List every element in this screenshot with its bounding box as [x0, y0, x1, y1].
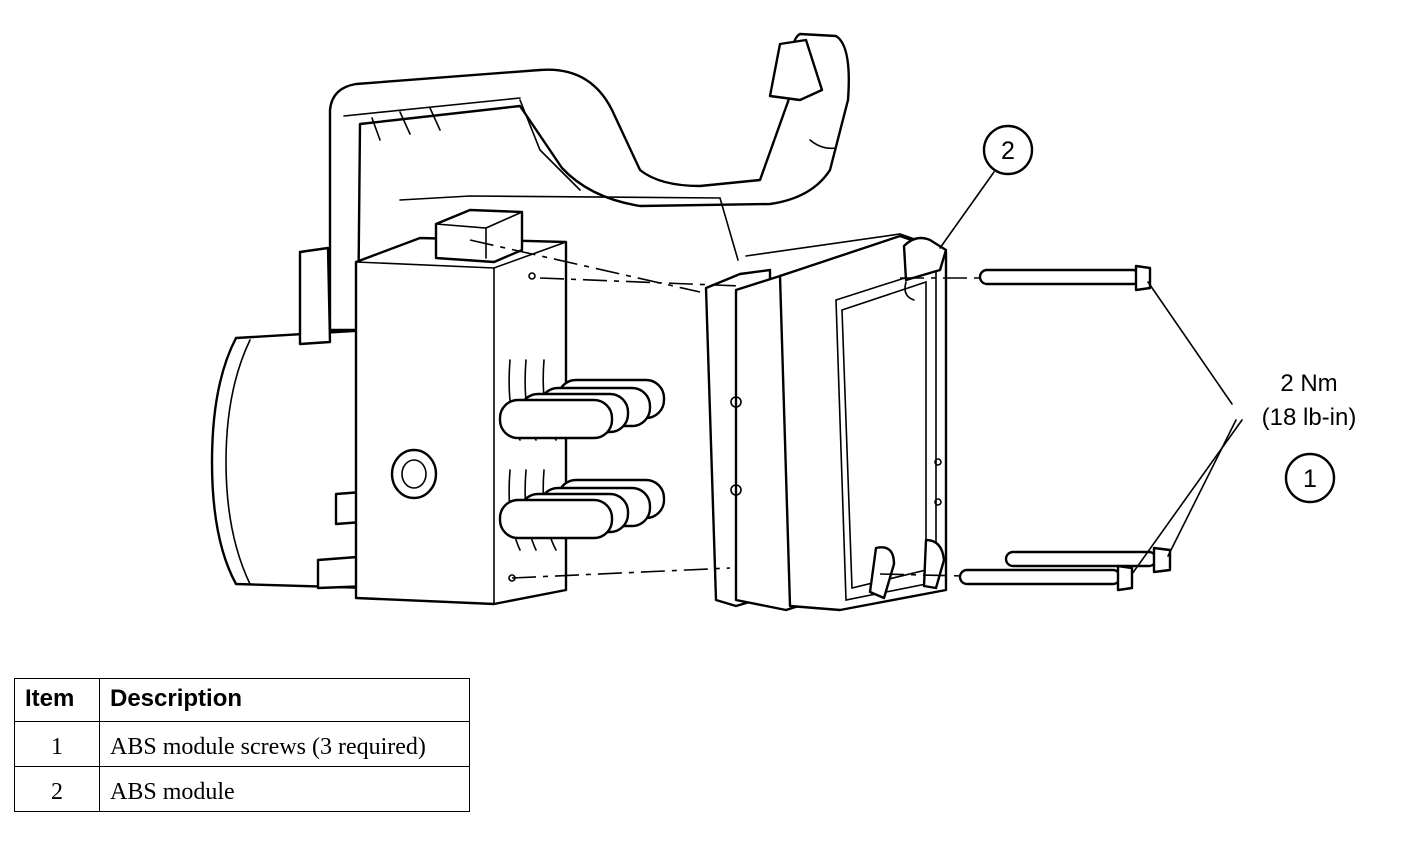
legend-header-description: Description: [99, 678, 470, 722]
callout-item-1: 1: [1284, 452, 1336, 504]
legend-table: Item Description 1 ABS module screws (3 …: [14, 678, 470, 812]
torque-metric-value: 2 Nm: [1280, 370, 1337, 397]
alignment-lines: [469, 239, 984, 579]
legend-row-item: 2: [14, 766, 100, 812]
legend-row-description: ABS module: [99, 766, 470, 812]
torque-spec: 2 Nm (18 lb-in): [1262, 370, 1357, 431]
legend-row-description: ABS module screws (3 required): [99, 721, 470, 767]
legend-header-row: Item Description: [14, 678, 470, 722]
screw-middle: [1004, 546, 1172, 574]
legend-header-item: Item: [14, 678, 100, 722]
legend-row: 2 ABS module: [14, 766, 470, 812]
legend-row-item: 1: [14, 721, 100, 767]
legend-row: 1 ABS module screws (3 required): [14, 721, 470, 767]
callout-item-1-number: 1: [1303, 465, 1317, 493]
mounting-bracket: [328, 32, 850, 332]
screw-top: [978, 264, 1152, 292]
torque-imperial-value: (18 lb-in): [1262, 404, 1357, 431]
abs-module-screws: [958, 264, 1172, 592]
callout-item-2: 2: [982, 124, 1034, 176]
callout-item-2-number: 2: [1001, 137, 1015, 165]
hydraulic-control-unit: [354, 208, 666, 606]
brake-line-ports: [498, 378, 666, 540]
pump-motor: [210, 246, 374, 590]
leader-lines: [939, 171, 1243, 575]
abs-module: [704, 233, 948, 612]
screw-bottom: [958, 564, 1134, 592]
